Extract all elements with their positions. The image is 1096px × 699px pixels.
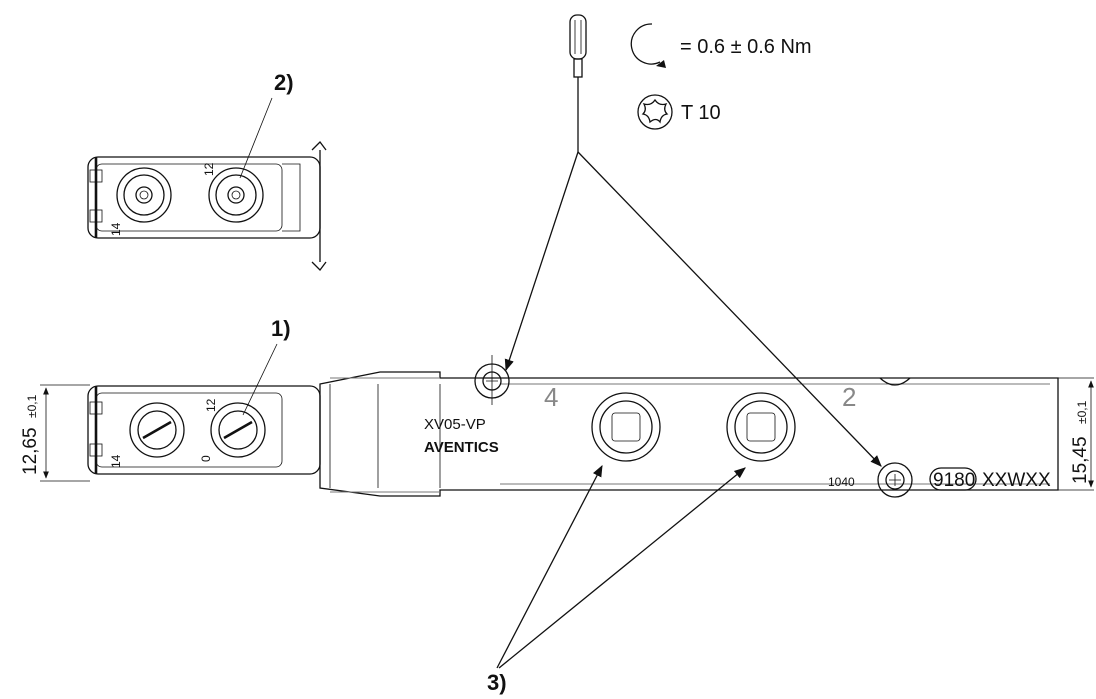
pilot-label-0-bottom: 0 (199, 455, 213, 462)
dimension-left-tolerance: ±0,1 (25, 394, 39, 418)
callout-1-leader (242, 343, 278, 416)
torx-icon (637, 94, 673, 130)
dimension-right-tolerance: ±0,1 (1075, 400, 1089, 424)
brand-logo: AVENTICS (424, 439, 499, 456)
dimension-right-value: 15,45 (1070, 436, 1091, 484)
callout-3-leader-right (498, 467, 746, 669)
torque-direction-icon (630, 23, 666, 68)
callout-3-leader-left (496, 464, 603, 669)
pilot-label-14-top: 14 (109, 222, 123, 236)
dimension-left-value: 12,65 (20, 427, 41, 475)
tool-arrow-left (504, 151, 579, 372)
screwdriver-icon (569, 14, 587, 152)
callout-2-label: 2) (274, 70, 294, 95)
model-label: XV05-VP (424, 416, 486, 433)
pilot-label-12-bottom: 12 (204, 398, 218, 412)
code-small: 1040 (828, 475, 855, 489)
code-suffix: XXWXX (982, 470, 1051, 491)
callout-1-label: 1) (271, 316, 291, 341)
port-4-label: 4 (544, 382, 558, 412)
pilot-detail-top: 12 14 (87, 141, 327, 271)
pilot-label-14-bottom: 14 (109, 454, 123, 468)
pilot-label-12-top: 12 (202, 162, 216, 176)
torx-size: T 10 (681, 102, 721, 124)
tool-arrow-right (577, 151, 882, 467)
dimension-left: 12,65 ±0,1 (20, 384, 90, 482)
callout-3-label: 3) (487, 670, 507, 695)
code-boxed: 9180 (933, 470, 975, 491)
port-2-label: 2 (842, 382, 856, 412)
torque-value: = 0.6 ± 0.6 Nm (680, 36, 812, 58)
callout-2-leader (239, 97, 273, 179)
pilot-detail-bottom: 12 14 0 (87, 385, 321, 475)
dimension-right: 15,45 ±0,1 (1058, 377, 1094, 491)
